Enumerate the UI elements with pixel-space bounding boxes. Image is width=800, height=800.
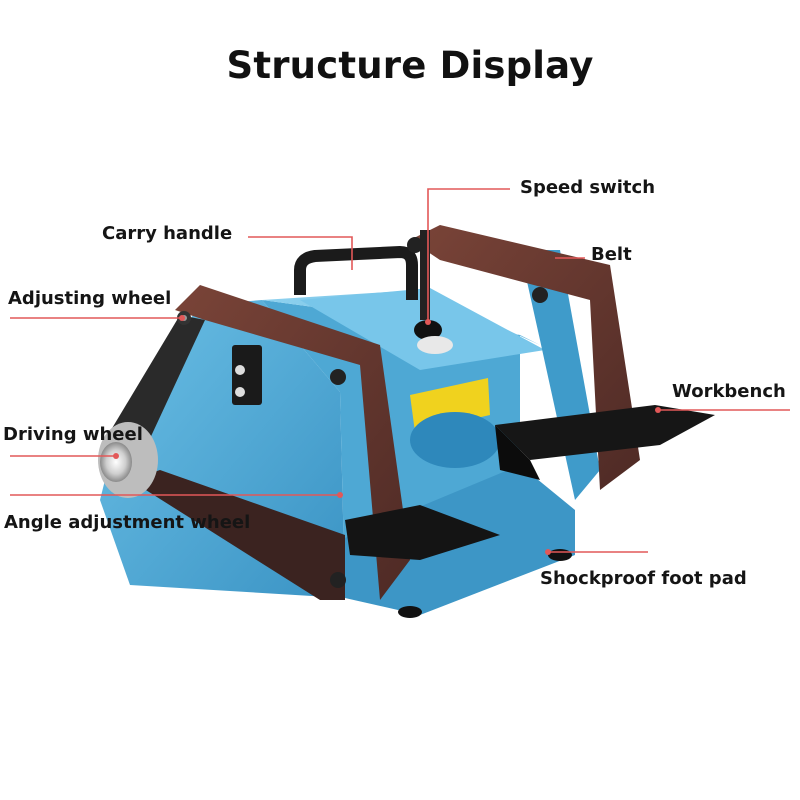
leader-speed-switch	[427, 188, 510, 322]
speed-switch-knob	[414, 320, 442, 340]
speed-switch-base	[417, 336, 453, 354]
belt-left	[175, 285, 410, 600]
label-adjusting-wheel: Adjusting wheel	[8, 288, 172, 309]
leader-lines	[10, 188, 790, 553]
label-belt: Belt	[591, 244, 632, 265]
label-shockproof-foot-pad: Shockproof foot pad	[540, 568, 747, 589]
foot-pad-1	[398, 606, 422, 618]
label-workbench: Workbench	[672, 381, 786, 402]
diagram-title: Structure Display	[226, 44, 594, 87]
leader-carry-handle	[248, 236, 353, 270]
label-driving-wheel: Driving wheel	[3, 424, 143, 445]
motor-end	[410, 412, 500, 468]
foot-pad-2	[548, 549, 572, 561]
label-angle-adjustment-wheel: Angle adjustment wheel	[4, 512, 251, 533]
workbench-right	[495, 405, 715, 460]
workbench-front	[345, 505, 500, 560]
belt-right	[410, 225, 640, 490]
workbench-right-support	[495, 425, 540, 480]
label-speed-switch: Speed switch	[520, 177, 656, 198]
speed-switch-shaft	[420, 230, 430, 320]
driving-wheel-face	[100, 442, 132, 482]
side-mount-plate	[232, 345, 262, 405]
label-carry-handle: Carry handle	[102, 223, 233, 244]
belt-left-lower-run	[130, 470, 345, 600]
carry-handle-shape	[294, 246, 418, 300]
